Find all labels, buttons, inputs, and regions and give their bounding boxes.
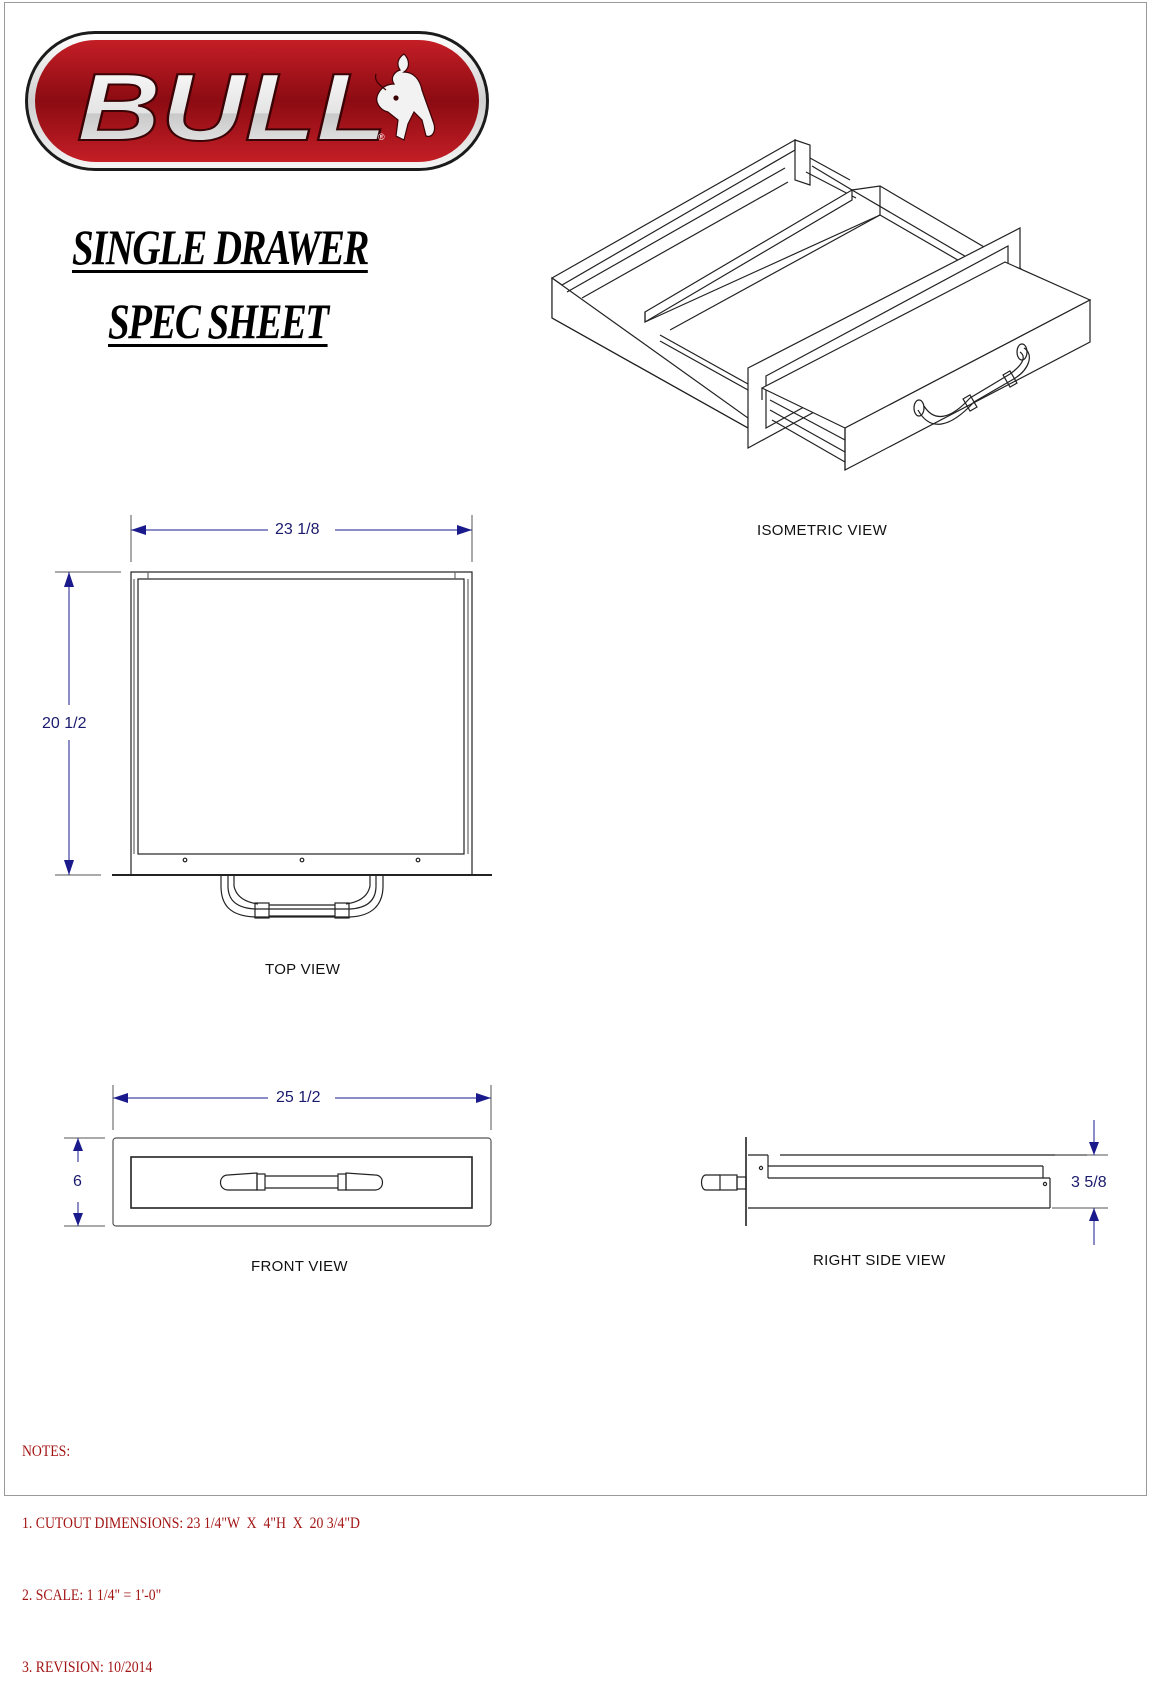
side-height-dimension: 3 5/8 (1071, 1174, 1107, 1191)
front-height-dimension: 6 (69, 1173, 86, 1191)
bull-icon (374, 53, 436, 141)
front-width-dimension: 25 1/2 (272, 1089, 325, 1107)
top-view-label: TOP VIEW (265, 961, 341, 978)
notes-block: NOTES: 1. CUTOUT DIMENSIONS: 23 1/4"W X … (22, 1392, 360, 1704)
drawer-handle-iso (913, 343, 1030, 425)
note-item: 2. SCALE: 1 1/4" = 1'-0" (22, 1587, 162, 1604)
drawer-handle-top (220, 876, 384, 919)
notes-heading: NOTES: (22, 1443, 71, 1460)
spec-title-line-1: SINGLE DRAWER (72, 219, 369, 275)
drawer-handle-side (700, 1174, 747, 1191)
right-side-view-label: RIGHT SIDE VIEW (813, 1252, 946, 1269)
front-view-drawing (64, 1085, 492, 1227)
top-width-dimension: 23 1/8 (271, 521, 324, 539)
page-frame (4, 2, 1147, 1496)
brand-wordmark: BULL (77, 54, 387, 161)
registered-mark: ® (378, 132, 385, 142)
top-view-drawing (55, 515, 492, 919)
spec-title-line-2: SPEC SHEET (108, 293, 329, 349)
right-side-view-drawing (700, 1120, 1108, 1245)
isometric-view-label: ISOMETRIC VIEW (757, 522, 888, 539)
note-item: 3. REVISION: 10/2014 (22, 1659, 153, 1676)
isometric-drawing (550, 138, 1092, 471)
brand-logo: BULL ® (24, 30, 490, 172)
top-depth-dimension: 20 1/2 (38, 715, 91, 733)
logo-badge: BULL ® (25, 31, 489, 171)
drawer-handle-front (219, 1172, 384, 1191)
note-item: 1. CUTOUT DIMENSIONS: 23 1/4"W X 4"H X 2… (22, 1515, 360, 1532)
front-view-label: FRONT VIEW (251, 1258, 348, 1275)
